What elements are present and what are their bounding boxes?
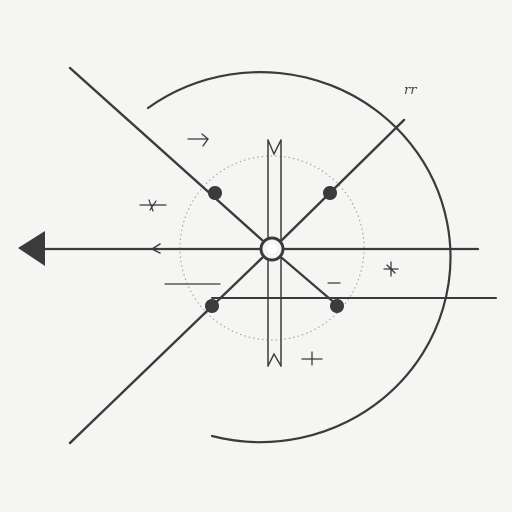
diagonal-lower-left xyxy=(68,256,264,445)
left-arrowhead xyxy=(18,231,45,266)
small-arrow-mark xyxy=(150,243,161,254)
mark-upper-arrow xyxy=(187,133,209,147)
node-upper-right xyxy=(323,186,337,200)
center-ring-hole xyxy=(267,244,277,254)
mark-right-star xyxy=(383,261,399,277)
node-lower-left xyxy=(205,299,219,313)
segment-lower-right xyxy=(280,256,339,307)
mark-bottom-star xyxy=(301,351,323,366)
mark-left-cross xyxy=(139,199,167,212)
vertical-axis-top-tip xyxy=(267,139,282,156)
node-upper-left xyxy=(208,186,222,200)
diagonal-upper-left xyxy=(68,66,264,242)
corner-label: rr xyxy=(404,83,417,98)
outer-arc xyxy=(146,71,452,444)
diagonal-upper-right xyxy=(280,118,406,242)
node-lower-right xyxy=(330,299,344,313)
vertical-axis-bottom-tip xyxy=(267,352,282,367)
